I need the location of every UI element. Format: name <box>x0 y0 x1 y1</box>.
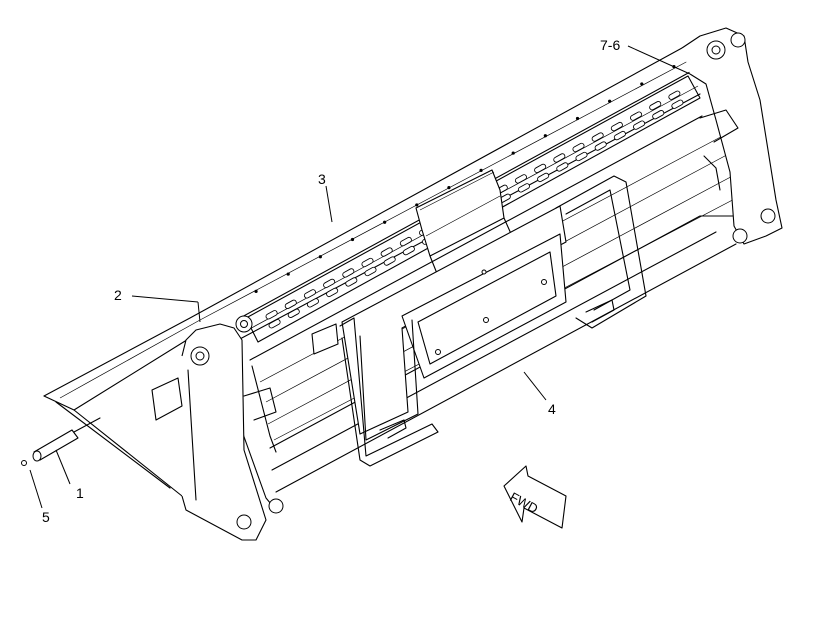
tube-slot <box>553 153 566 163</box>
rail-hole <box>447 186 451 190</box>
rail-hole <box>543 134 547 138</box>
tube-slot <box>268 319 281 329</box>
tube-slot <box>610 121 623 132</box>
pin-part <box>32 417 101 462</box>
leader-lines <box>29 45 691 509</box>
center-bracket <box>415 169 513 277</box>
tube-slot <box>361 257 374 268</box>
tube-slot <box>303 289 316 299</box>
tube-slot <box>613 130 626 141</box>
tube-slot <box>326 287 339 298</box>
tube-slot <box>323 278 336 289</box>
tube-slot <box>671 99 684 109</box>
tube-slot <box>383 256 396 266</box>
tube-slot <box>534 163 547 174</box>
forward-arrow-icon <box>503 465 567 529</box>
rail-hole <box>575 116 580 121</box>
rail-hole <box>479 168 483 172</box>
tube-slot <box>402 245 415 256</box>
tube-slot <box>514 174 527 184</box>
tube-slot <box>633 120 646 130</box>
rail-hole <box>350 237 355 242</box>
rail-hole <box>511 151 515 155</box>
tube-slot <box>649 101 662 111</box>
bucket-lip <box>43 47 691 497</box>
tube-slot <box>399 236 412 247</box>
tube-slot <box>594 141 607 151</box>
mounting-plate <box>341 205 567 435</box>
rail-hole <box>608 99 612 103</box>
callout-7-6: 7-6 <box>600 37 621 53</box>
rail-hole <box>254 289 258 293</box>
tube-slot <box>306 298 319 308</box>
tube-slot <box>517 183 530 193</box>
tube-slot <box>287 308 300 318</box>
tube-slot <box>537 172 550 183</box>
tube-slot <box>556 162 569 172</box>
tube-slot <box>284 299 297 309</box>
tube-slot <box>591 132 604 142</box>
left-mount-plate <box>339 317 439 467</box>
rail-hole <box>286 272 290 276</box>
rail-hole <box>415 203 419 207</box>
rail-hole <box>640 82 644 86</box>
right-mount-plate <box>555 175 647 329</box>
cotter-part <box>21 460 27 466</box>
tube-slot <box>364 266 377 277</box>
tube-slot <box>652 110 665 120</box>
tube-slot <box>345 277 358 287</box>
tube-slot <box>265 310 278 320</box>
tube-slot <box>572 142 585 153</box>
left-side-plate <box>151 315 339 541</box>
tube-slot <box>342 268 355 278</box>
callout-5: 5 <box>42 509 50 525</box>
right-side-plate <box>681 27 783 245</box>
tube-slot <box>668 90 681 100</box>
tube-slot <box>575 151 588 162</box>
callout-4: 4 <box>548 401 556 417</box>
tube-slot <box>380 247 393 257</box>
tube-slot <box>630 111 643 121</box>
callout-1: 1 <box>76 485 84 501</box>
callout-2: 2 <box>114 287 122 303</box>
callout-3: 3 <box>318 171 326 187</box>
rail-hole <box>383 220 387 224</box>
rail-hole <box>318 255 322 259</box>
